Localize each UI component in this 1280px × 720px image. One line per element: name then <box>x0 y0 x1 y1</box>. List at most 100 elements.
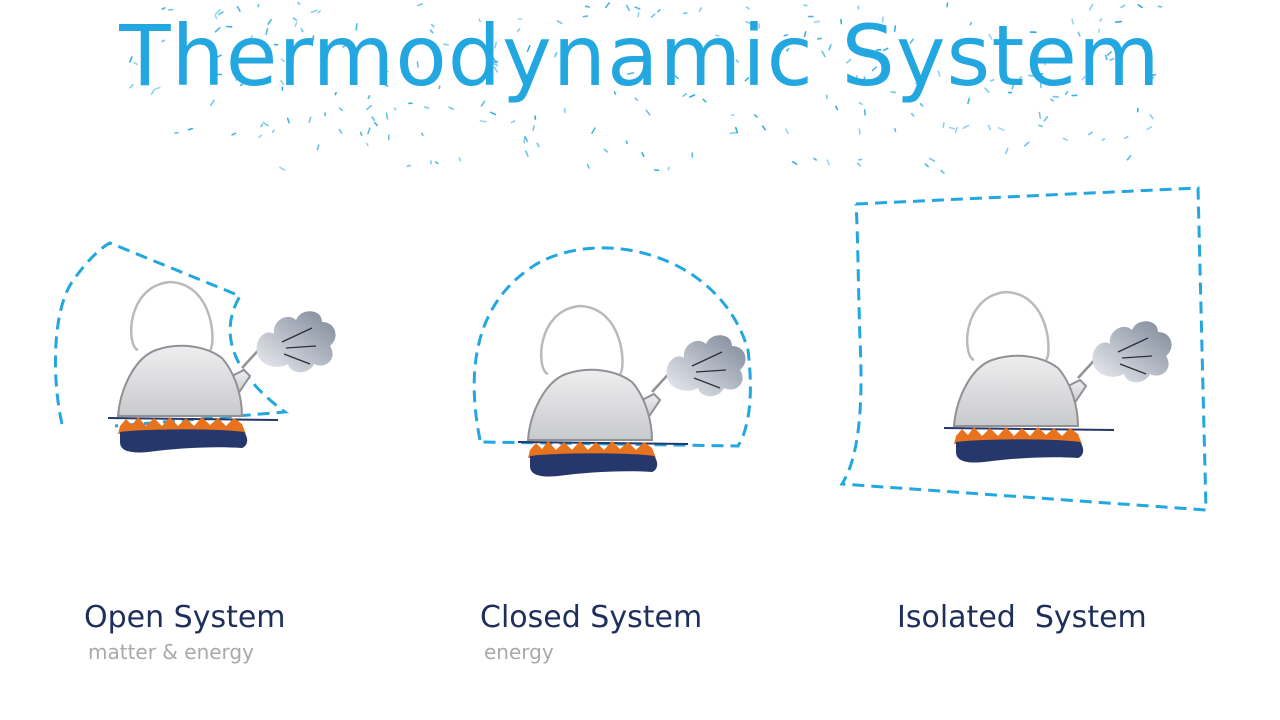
speck <box>948 126 956 130</box>
speck <box>214 9 221 15</box>
speck <box>1005 147 1009 155</box>
speck <box>987 124 992 131</box>
speck <box>300 28 304 33</box>
speck <box>258 134 263 139</box>
speck <box>1043 116 1049 122</box>
speck <box>294 21 298 28</box>
speck <box>359 131 363 136</box>
speck <box>316 144 320 151</box>
speck <box>494 41 498 49</box>
isolated-system-label: Isolated System <box>897 600 1147 635</box>
speck <box>490 111 497 116</box>
speck <box>338 107 344 112</box>
speck <box>532 125 535 131</box>
speck <box>338 128 343 134</box>
speck <box>1109 57 1115 61</box>
speck <box>161 39 165 43</box>
speck <box>311 35 315 43</box>
closed-system-sublabel: energy <box>484 640 554 664</box>
speck <box>280 58 285 63</box>
speck <box>491 60 499 64</box>
speck <box>893 25 897 33</box>
speck <box>1019 75 1023 79</box>
speck <box>393 107 397 111</box>
speck <box>297 1 301 5</box>
speck <box>371 116 376 122</box>
speck <box>1011 84 1015 90</box>
speck <box>1087 131 1093 136</box>
speck <box>1137 4 1143 9</box>
speck <box>909 38 915 44</box>
speck <box>1104 54 1108 61</box>
speck <box>493 66 499 73</box>
speck <box>420 132 424 137</box>
speck <box>783 34 788 37</box>
speck <box>626 72 635 75</box>
title-speckle-decoration <box>129 1 1163 174</box>
speck <box>367 127 371 135</box>
speck <box>698 7 703 12</box>
speck <box>683 12 688 15</box>
speck <box>1142 47 1149 52</box>
speck <box>1099 18 1103 22</box>
speck <box>142 24 146 31</box>
speck <box>215 54 222 59</box>
speck <box>745 6 750 10</box>
speck <box>729 131 737 135</box>
speck <box>969 21 972 26</box>
speck <box>591 127 596 134</box>
speck <box>416 61 419 68</box>
speck <box>236 5 241 12</box>
closed-system-kettle-icon <box>516 304 747 478</box>
speck <box>924 163 930 168</box>
closed-system-group <box>472 246 752 478</box>
speck <box>734 126 739 134</box>
speck <box>1064 90 1069 95</box>
speck <box>536 142 540 148</box>
open-system-caption: Open System matter & energy <box>84 600 286 664</box>
speck <box>129 83 134 89</box>
speck <box>813 157 818 161</box>
speck <box>1050 98 1054 102</box>
isolated-system-kettle-icon <box>942 290 1173 464</box>
speck <box>744 77 750 82</box>
speck <box>361 41 368 46</box>
speck <box>954 126 958 134</box>
speck <box>835 105 839 111</box>
speck <box>637 11 640 18</box>
speck <box>161 7 166 10</box>
speck <box>584 5 591 8</box>
speck <box>1038 124 1043 128</box>
speck <box>1062 137 1068 141</box>
speck <box>997 127 1005 131</box>
speck <box>962 124 970 129</box>
speck <box>1071 18 1074 25</box>
speck <box>355 23 358 31</box>
speck <box>871 66 877 72</box>
speck <box>735 59 739 63</box>
speck <box>202 40 207 46</box>
speck <box>429 29 434 34</box>
speck <box>214 14 218 20</box>
speck <box>443 43 450 46</box>
speck <box>310 9 318 14</box>
speck <box>265 27 269 36</box>
speck <box>373 121 379 127</box>
open-system-kettle-icon <box>106 280 337 454</box>
speck <box>1101 138 1106 141</box>
speck <box>784 128 789 135</box>
speck <box>133 61 138 66</box>
speck <box>491 61 499 67</box>
speck <box>1149 76 1155 82</box>
speck <box>237 71 240 77</box>
isolated-system-caption: Isolated System <box>897 600 1147 636</box>
speck <box>487 36 492 42</box>
speck <box>367 95 371 99</box>
speck <box>1027 74 1035 77</box>
speck <box>1115 20 1123 24</box>
speck <box>753 114 758 118</box>
speck <box>881 16 885 24</box>
speck <box>910 112 915 117</box>
speck <box>1019 79 1023 86</box>
